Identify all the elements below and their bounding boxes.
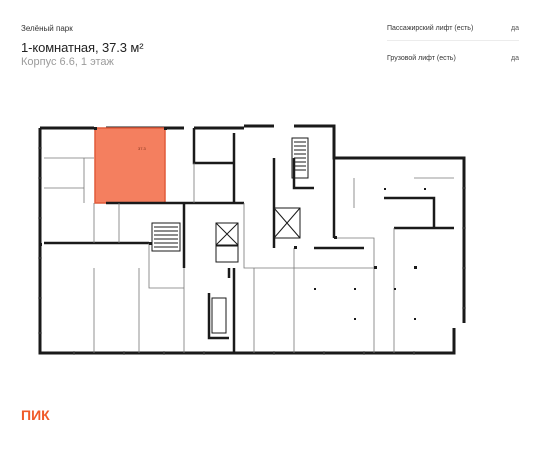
highlighted-unit[interactable]	[94, 127, 166, 204]
unit-area-label: 37.3	[138, 146, 147, 151]
thin-partitions	[44, 157, 454, 353]
page-title: 1-комнатная, 37.3 м²	[21, 40, 144, 55]
brand-logo: ПИК	[21, 408, 50, 422]
stair-core	[151, 137, 309, 334]
building-floor-subtitle: Корпус 6.6, 1 этаж	[21, 56, 114, 68]
window-marks	[38, 147, 466, 355]
amenity-label: Пассажирский лифт (есть)	[387, 25, 474, 32]
amenity-label: Грузовой лифт (есть)	[387, 55, 456, 62]
amenities-list: Пассажирский лифт (есть) да Грузовой лиф…	[387, 20, 519, 79]
floor-plan: 37.3	[38, 124, 466, 355]
brand-logo-text: ПИК	[21, 408, 50, 422]
amenity-row-freight-lift: Грузовой лифт (есть) да	[387, 50, 519, 70]
amenity-value: да	[511, 25, 519, 32]
complex-name: Зелёный парк	[21, 24, 73, 33]
amenity-value: да	[511, 55, 519, 62]
amenity-row-passenger-lift: Пассажирский лифт (есть) да	[387, 20, 519, 41]
structural-columns	[39, 127, 426, 320]
